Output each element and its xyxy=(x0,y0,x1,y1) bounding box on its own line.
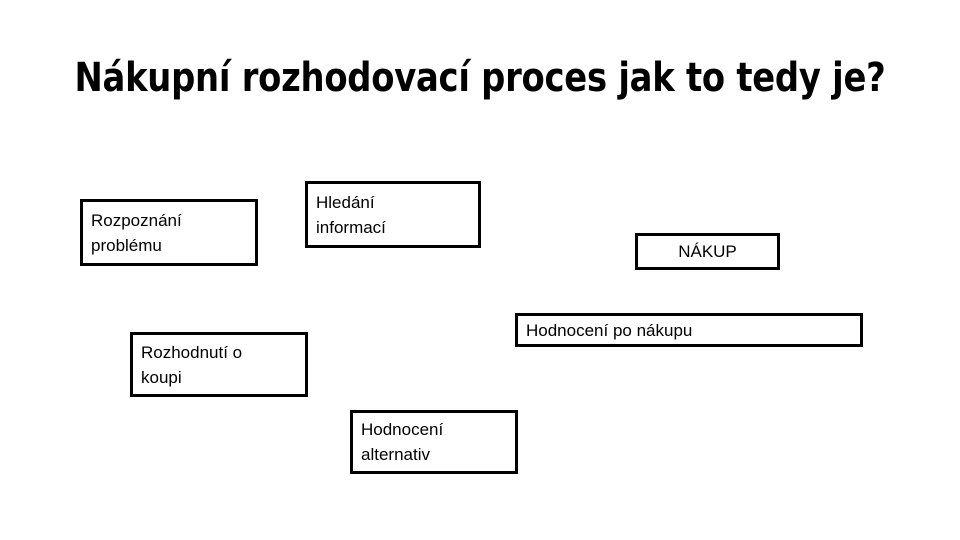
diagram-node-hodnoceni-po-nakupu[interactable]: Hodnocení po nákupu xyxy=(515,313,863,347)
diagram-node-nakup[interactable]: NÁKUP xyxy=(635,233,780,270)
node-label: Rozpoznání problému xyxy=(91,210,182,255)
diagram-node-rozpoznani-problemu[interactable]: Rozpoznání problému xyxy=(80,199,258,266)
diagram-node-rozhodnuti-o-koupi[interactable]: Rozhodnutí o koupi xyxy=(130,332,308,397)
node-label: NÁKUP xyxy=(678,242,737,261)
node-label: Hodnocení alternativ xyxy=(361,420,444,464)
node-label: Hodnocení po nákupu xyxy=(526,320,693,340)
page-title: Nákupní rozhodovací proces jak to tedy j… xyxy=(74,55,886,101)
node-label: Hledání informací xyxy=(316,192,386,237)
diagram-node-hodnoceni-alternativ[interactable]: Hodnocení alternativ xyxy=(350,410,518,474)
diagram-node-hledani-informaci[interactable]: Hledání informací xyxy=(305,181,481,248)
node-label: Rozhodnutí o koupi xyxy=(141,342,243,387)
